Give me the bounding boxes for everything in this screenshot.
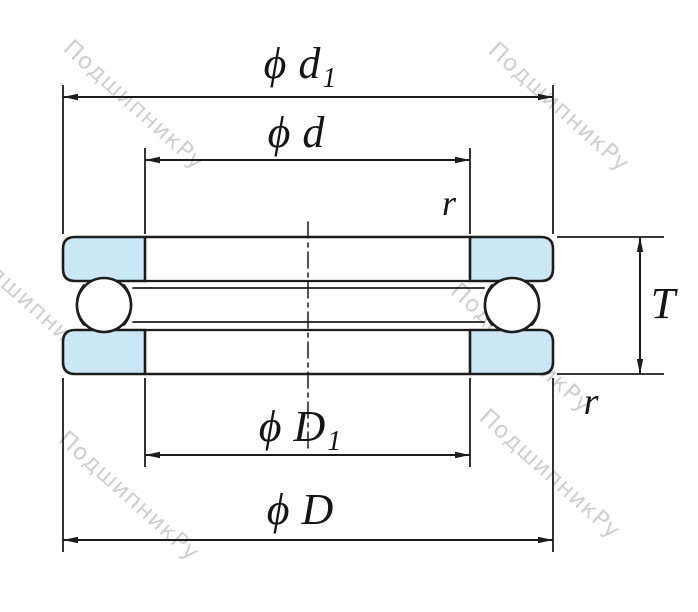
cage-arc-left-ball-left (75, 284, 85, 326)
watermark-text: ПодшипникРу (474, 404, 626, 544)
extension-lines (62, 85, 664, 552)
watermark-text: ПодшипникРу (53, 426, 205, 566)
shaft-washer-left-section (61, 235, 147, 283)
watermark-text: ПодшипникРу (483, 37, 635, 177)
housing-washer-right-section (468, 328, 555, 376)
housing-washer-left-section (61, 328, 147, 376)
cage-arc-left-ball-right (123, 284, 133, 326)
cage-arc-right-ball-left (483, 284, 493, 326)
cage-arc-right-ball-right (531, 284, 541, 326)
bearing-section (61, 221, 555, 451)
dimension-lines (63, 93, 644, 544)
ball-right (483, 276, 541, 334)
label-r-top: r (442, 183, 457, 223)
ball-left (75, 276, 133, 334)
shaft-washer-right-section (468, 235, 555, 283)
label-T: T (651, 279, 679, 328)
watermark-text: ПодшипникРу (58, 35, 210, 175)
label-r-bottom: r (584, 381, 599, 423)
